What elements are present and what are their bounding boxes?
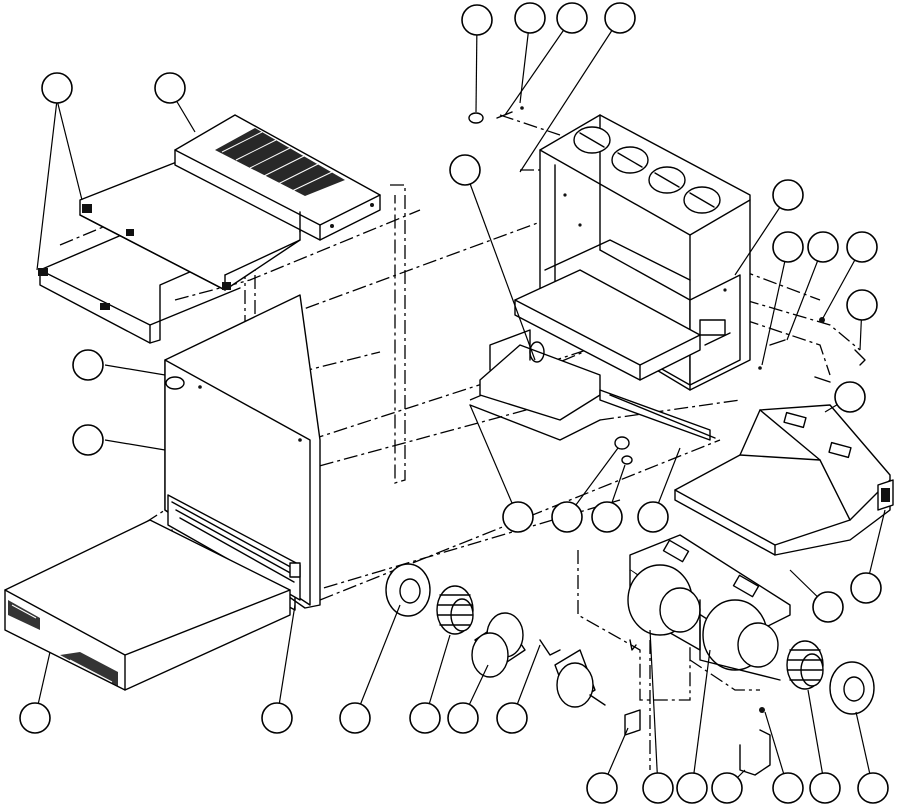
coil-cover	[674, 404, 894, 556]
callout-bubble	[551, 501, 583, 533]
callout-bubble	[461, 4, 493, 36]
blower-wheel-left	[436, 585, 474, 635]
callout-bubble	[502, 501, 534, 533]
blower-housing	[627, 534, 791, 681]
callout-bubble	[604, 2, 636, 34]
callout-bubble	[846, 289, 878, 321]
top-grille-assembly	[38, 114, 381, 344]
callout-bubble	[556, 2, 588, 34]
callout-bubble	[812, 591, 844, 623]
callout-bubble	[676, 772, 708, 804]
callout-bubble	[41, 72, 73, 104]
callout-bubble	[447, 702, 479, 734]
callout-bubble	[339, 702, 371, 734]
callout-bubble	[772, 772, 804, 804]
callout-bubble	[846, 231, 878, 263]
blower-wheel-right	[786, 640, 824, 690]
callout-bubble	[637, 501, 669, 533]
callout-bubble	[772, 179, 804, 211]
front-door-panel	[164, 294, 321, 611]
callout-bubble	[642, 772, 674, 804]
callout-bubble	[711, 772, 743, 804]
blower-motor	[539, 639, 606, 708]
callout-bubble	[449, 154, 481, 186]
callout-bubble	[496, 702, 528, 734]
callout-bubble	[154, 72, 186, 104]
callout-bubble	[586, 772, 618, 804]
support-rail	[599, 389, 716, 441]
callout-bubble	[514, 2, 546, 34]
callout-bubble	[72, 424, 104, 456]
callout-bubble	[809, 772, 841, 804]
inlet-ring-right	[829, 661, 875, 715]
callout-bubble	[409, 702, 441, 734]
motor-sleeve	[471, 612, 526, 678]
motor-bracket	[624, 639, 641, 736]
callout-bubble	[19, 702, 51, 734]
callout-bubble	[772, 231, 804, 263]
callout-bubbles	[19, 2, 889, 804]
callout-bubble	[807, 231, 839, 263]
callout-bubble	[834, 381, 866, 413]
base-tray	[4, 519, 291, 691]
callout-bubble	[850, 572, 882, 604]
callout-bubble	[857, 772, 889, 804]
inlet-ring-left	[385, 563, 431, 617]
callout-bubble	[591, 501, 623, 533]
callout-bubble	[72, 349, 104, 381]
main-chassis	[514, 114, 751, 391]
callout-bubble	[261, 702, 293, 734]
mounting-strap	[739, 707, 771, 776]
small-hardware	[468, 106, 866, 465]
